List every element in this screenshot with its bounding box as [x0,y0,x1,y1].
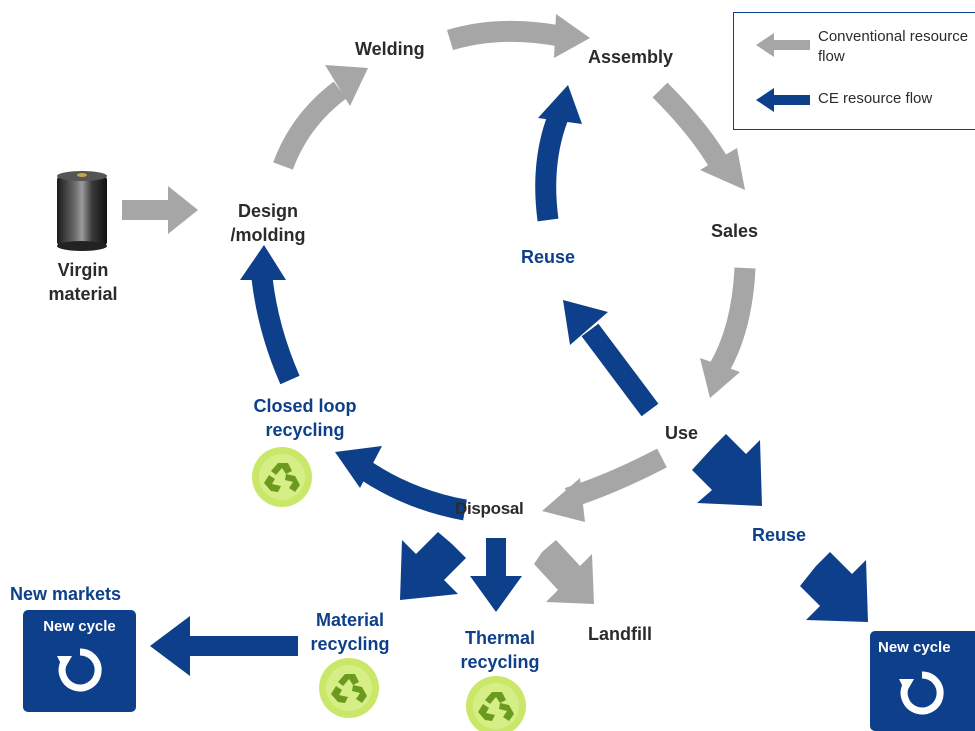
arrow-sales-to-use [708,267,756,376]
label-material-recycling: Material recycling [310,610,390,654]
cycle-arrow-icon [57,648,102,692]
node-sales: Sales [711,221,759,241]
fiber-spool-icon [57,171,107,251]
node-virgin-material: Virgin material [48,260,118,304]
arrow-use-to-disposal [564,448,667,509]
legend-ce-arrow-icon [756,88,810,112]
node-disposal: Disposal [455,499,524,518]
node-welding: Welding [355,39,425,59]
head-assembly [554,14,590,58]
arrow-reuse-to-new-cycle [800,552,868,622]
node-use: Use [665,423,699,443]
head-closed-loop [335,446,382,488]
node-design: Design /molding [230,201,306,245]
arrow-disposal-to-material [400,532,466,600]
arrow-material-to-new-markets [150,616,298,676]
arrow-use-to-reuse-inner [581,323,659,417]
ce-heads [150,85,868,676]
arrow-disposal-to-thermal [470,538,522,612]
head-disposal [542,478,585,522]
new-cycle-title: New cycle [43,618,116,635]
arrow-reuse-to-assembly [535,107,570,222]
recycle-icon [252,447,312,507]
legend-conventional-label: Conventional resource flow [818,28,969,65]
head-assembly-ce [538,85,582,124]
head-use [700,358,740,398]
arrow-closed-loop-to-design [251,276,300,385]
head-sales [700,148,745,190]
head-reuse-inner [563,300,608,345]
new-cycle-box-left: New cycle [23,610,136,712]
label-thermal-recycling: Thermal recycling [460,628,540,672]
conventional-curves [273,20,756,509]
recycle-icon [466,676,526,731]
arrow-disposal-to-landfill [534,540,594,604]
legend-ce-label: CE resource flow [818,90,933,107]
arrow-disposal-to-closed-loop [359,461,467,521]
conventional-arrows [122,186,198,234]
legend: Conventional resource flow CE resource f… [733,12,975,130]
label-reuse-inner: Reuse [521,247,576,267]
recycle-icon [319,658,379,718]
cycle-arrow-icon [899,671,944,715]
arrow-assembly-to-sales [652,82,730,171]
label-new-markets: New markets [10,584,122,604]
arrow-use-to-reuse-outer [692,434,762,506]
label-reuse-outer: Reuse [752,525,807,545]
conventional-heads [325,14,745,604]
head-welding [325,65,368,106]
arrow-welding-to-assembly [446,20,562,51]
head-design-ce [240,245,286,280]
node-landfill: Landfill [588,624,652,644]
arrow-design-to-welding [273,81,347,170]
legend-conventional-arrow-icon [756,33,810,57]
arrow-virgin-to-design [122,186,198,234]
node-assembly: Assembly [588,47,674,67]
new-cycle-title: New cycle [878,639,951,656]
ce-curves [251,107,659,521]
new-cycle-box-right: New cycle [870,631,975,731]
label-closed-loop-recycling: Closed loop recycling [253,396,357,440]
